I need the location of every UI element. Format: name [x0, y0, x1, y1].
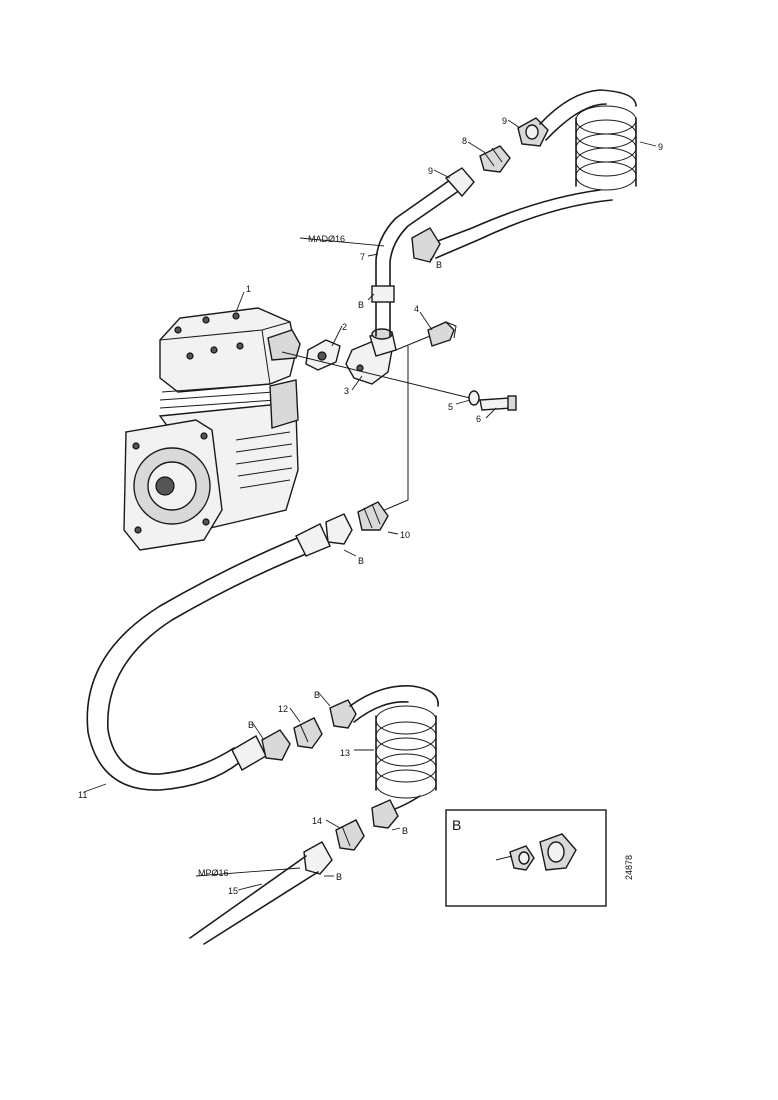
fitting-10	[357, 501, 389, 531]
nut-8-pipe-15	[303, 841, 333, 875]
fitting-14	[335, 819, 365, 851]
spec-mad: MADØ16	[308, 234, 345, 244]
label-item-2: 2	[342, 322, 347, 332]
label-item-4: 4	[414, 304, 419, 314]
label-item-10: 10	[400, 530, 410, 540]
nut-8	[479, 145, 511, 173]
label-item-15: 15	[228, 886, 238, 896]
callout-b-coil-top: B	[436, 260, 442, 270]
nut-8-hose-top	[325, 513, 353, 545]
label-item-8-upper: 8	[462, 136, 467, 146]
callout-b-hose-top: B	[358, 556, 364, 566]
fitting-12	[293, 717, 323, 749]
detail-b-box	[445, 809, 607, 907]
callout-b-coil-outlet: B	[402, 826, 408, 836]
upper-coil	[411, 89, 637, 263]
pipe-15	[189, 855, 319, 945]
label-item-13: 13	[340, 748, 350, 758]
washer-5	[468, 390, 480, 406]
label-item-9-nut: 9	[502, 116, 507, 126]
gasket	[305, 339, 341, 371]
label-item-9-coil: 9	[658, 142, 663, 152]
connector-9	[444, 167, 475, 198]
label-item-1: 1	[246, 284, 251, 294]
label-item-3: 3	[344, 386, 349, 396]
nut-9-top	[517, 117, 549, 147]
callout-b-coil-inlet: B	[314, 690, 320, 700]
hose-11	[86, 523, 331, 791]
nut-8-lower-right	[329, 699, 357, 729]
drawing-number: 24878	[624, 855, 634, 880]
label-item-5: 5	[448, 402, 453, 412]
callout-b-pipe7: B	[358, 300, 364, 310]
label-item-6: 6	[476, 414, 481, 424]
elbow-fitting	[345, 328, 397, 385]
label-item-11: 11	[78, 790, 87, 800]
air-compressor	[123, 307, 301, 551]
spec-mp: MPØ16	[198, 868, 229, 878]
label-item-9-connector: 9	[428, 166, 433, 176]
label-item-7: 7	[360, 252, 365, 262]
pipe-7	[371, 179, 461, 337]
detail-box-title: B	[452, 817, 461, 833]
callout-b-hose-end: B	[248, 720, 254, 730]
screw-6	[479, 395, 517, 411]
label-item-12: 12	[278, 704, 288, 714]
callout-b-pipe15: B	[336, 872, 342, 882]
nut-8-lower-left	[261, 729, 291, 761]
label-item-14: 14	[312, 816, 322, 826]
lower-coil	[349, 685, 439, 811]
nut-8-coil-bottom	[371, 799, 399, 829]
fitting-4	[427, 321, 457, 347]
